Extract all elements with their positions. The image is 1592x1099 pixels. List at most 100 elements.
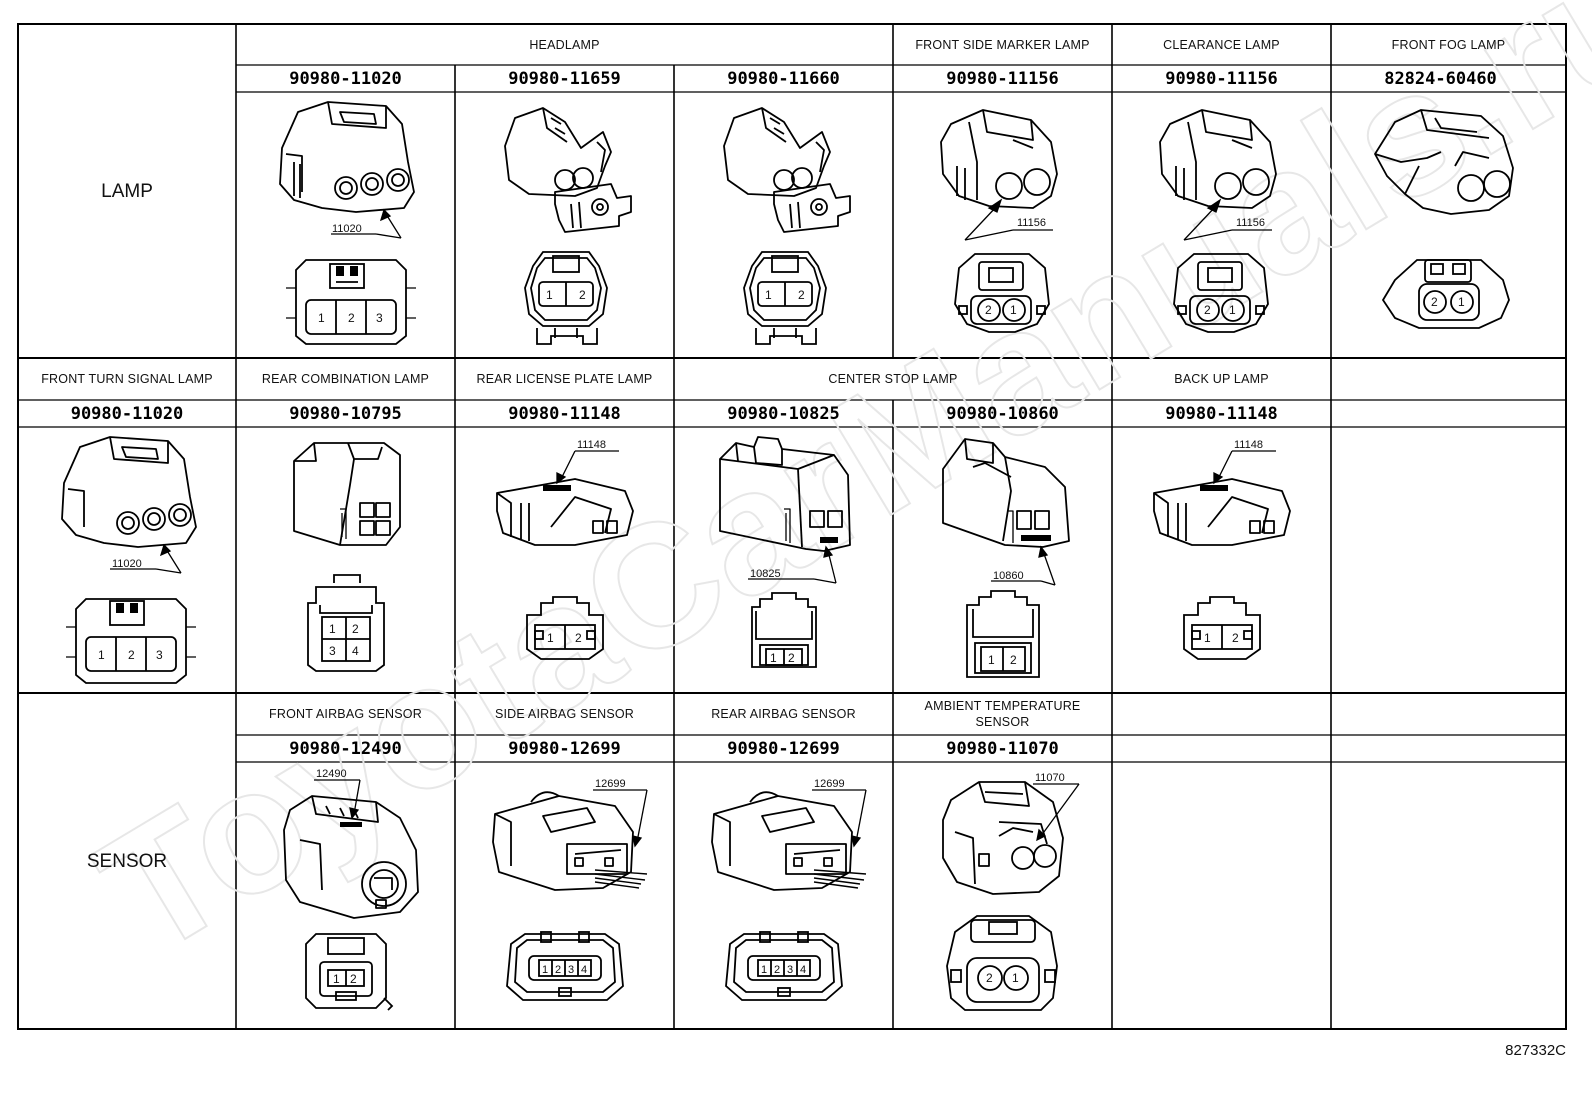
pin-number: 2 <box>774 964 780 976</box>
figure-reference: 827332C <box>1505 1042 1566 1059</box>
header-line: SENSOR <box>975 715 1030 729</box>
pin-number: 4 <box>352 644 359 658</box>
terminal-face <box>751 592 817 668</box>
terminal-face <box>305 933 387 1009</box>
pin-number: 2 <box>1204 303 1211 317</box>
terminal-face <box>966 590 1040 678</box>
connector-drawing: 1 2 <box>723 107 851 345</box>
section-label-lamp: LAMP <box>101 181 153 202</box>
connector-drawing: 11148 1 2 <box>1153 439 1291 660</box>
header-rear-license-plate-lamp: REAR LICENSE PLATE LAMP <box>476 372 653 386</box>
cavity <box>1450 290 1474 314</box>
pin-number: 1 <box>1229 303 1236 317</box>
callout-12699: 12699 <box>595 778 626 790</box>
housing-outline <box>723 107 831 197</box>
pin-number: 1 <box>318 311 325 325</box>
pin-number: 4 <box>800 964 806 976</box>
pin-number: 1 <box>333 972 340 986</box>
cavity <box>554 169 576 191</box>
cavity <box>386 168 410 192</box>
callout-11020: 11020 <box>112 558 142 570</box>
header-rear-airbag-sensor: REAR AIRBAG SENSOR <box>711 707 856 721</box>
connector-drawing: 11148 1 2 <box>496 439 634 660</box>
header-back-up-lamp: BACK UP LAMP <box>1174 372 1269 386</box>
pin-number: 1 <box>1204 631 1211 645</box>
callout-10860: 10860 <box>993 570 1024 582</box>
housing-outline <box>1374 109 1514 215</box>
connector-drawing: 10860 1 2 <box>942 438 1070 678</box>
pin-number: 2 <box>348 311 355 325</box>
header-clearance-lamp: CLEARANCE LAMP <box>1163 37 1280 52</box>
cavity <box>121 516 135 530</box>
terminal-face <box>75 598 187 684</box>
cavity <box>1214 172 1242 200</box>
terminal-face <box>1183 596 1261 660</box>
terminal-face <box>954 253 1050 333</box>
pin-number: 1 <box>546 288 553 302</box>
cavity <box>995 172 1023 200</box>
callout-11156: 11156 <box>1236 217 1265 229</box>
cavity <box>1221 298 1245 322</box>
cavity <box>168 503 192 527</box>
housing-outline <box>942 438 1070 548</box>
retainer <box>773 183 851 233</box>
header-headlamp: HEADLAMP <box>529 37 600 52</box>
header-line: AMBIENT TEMPERATURE <box>924 699 1081 713</box>
pin-number: 1 <box>542 964 548 976</box>
pin-number: 2 <box>1431 295 1438 309</box>
header-ambient-temperature-sensor: AMBIENT TEMPERATURE SENSOR <box>893 693 1112 735</box>
part-number: 90980-11156 <box>946 68 1059 89</box>
cavity <box>977 965 1003 991</box>
pin-number: 2 <box>798 288 805 302</box>
callout-12490: 12490 <box>316 768 347 780</box>
pin-number: 2 <box>986 971 993 985</box>
pin-number: 1 <box>1458 295 1465 309</box>
pin-number: 1 <box>988 653 995 667</box>
terminal-face <box>946 915 1058 1011</box>
connector-drawing: 11070 2 1 <box>942 772 1080 1011</box>
pin-number: 1 <box>765 288 772 302</box>
connector-drawing: 11020 1 2 3 <box>61 436 197 684</box>
retainer <box>554 183 632 233</box>
header-center-stop-lamp: CENTER STOP LAMP <box>828 372 958 386</box>
cavity <box>334 176 358 200</box>
connector-drawing: 1 2 3 4 <box>293 442 401 672</box>
pin-number: 2 <box>579 288 586 302</box>
part-number: 90980-11148 <box>508 403 621 424</box>
connector-drawing: 11156 2 1 <box>940 109 1058 333</box>
connector-drawing: 2 1 <box>1374 109 1514 329</box>
part-number: 90980-12490 <box>289 738 402 759</box>
pin-number: 1 <box>1012 971 1019 985</box>
part-number: 90980-11070 <box>946 738 1059 759</box>
housing-outline <box>283 795 419 919</box>
part-number: 90980-11148 <box>1165 403 1278 424</box>
connector-drawing: 12699 1 2 3 4 <box>711 778 867 1001</box>
cavity <box>142 507 166 531</box>
cavity <box>339 181 353 195</box>
pin-number: 3 <box>376 311 383 325</box>
cavity <box>391 173 405 187</box>
connector-drawing: 11156 2 1 <box>1159 109 1277 333</box>
terminal-face <box>1381 259 1510 329</box>
pin-number: 2 <box>350 972 357 986</box>
callout-11020: 11020 <box>332 223 362 235</box>
part-number: 90980-12699 <box>508 738 621 759</box>
housing-outline <box>1159 109 1277 209</box>
cavity <box>147 512 161 526</box>
header-front-turn-signal-lamp: FRONT TURN SIGNAL LAMP <box>41 372 213 386</box>
connector-drawing: 12490 1 2 <box>283 768 419 1011</box>
part-number: 82824-60460 <box>1384 68 1497 89</box>
cavity <box>365 177 379 191</box>
part-number: 90980-10825 <box>727 403 840 424</box>
cavity <box>977 298 1001 322</box>
part-number: 90980-11020 <box>289 68 402 89</box>
pin-number: 1 <box>547 631 554 645</box>
housing-outline <box>61 436 197 548</box>
section-label-sensor: SENSOR <box>86 851 168 872</box>
pin-number: 2 <box>575 631 582 645</box>
housing-outline <box>719 436 851 552</box>
pin-number: 2 <box>555 964 561 976</box>
cavity <box>1457 174 1485 202</box>
pin-number: 2 <box>985 303 992 317</box>
